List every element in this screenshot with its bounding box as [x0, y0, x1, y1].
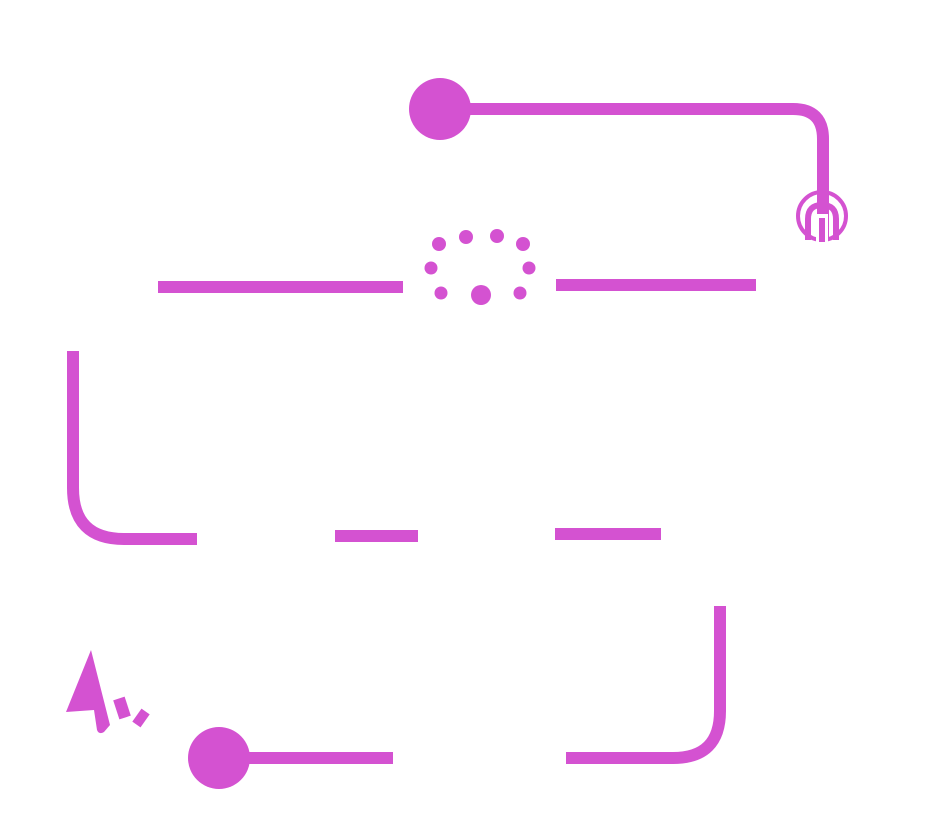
- right-return-path: [566, 606, 726, 764]
- usb-connector-icon: [796, 190, 848, 244]
- top-connector-path: [440, 103, 829, 238]
- start-node: [409, 78, 471, 140]
- loading-dots-icon: [424, 229, 536, 305]
- cursor-click-icon: [66, 650, 150, 734]
- left-return-path: [67, 351, 197, 545]
- end-node: [188, 727, 250, 789]
